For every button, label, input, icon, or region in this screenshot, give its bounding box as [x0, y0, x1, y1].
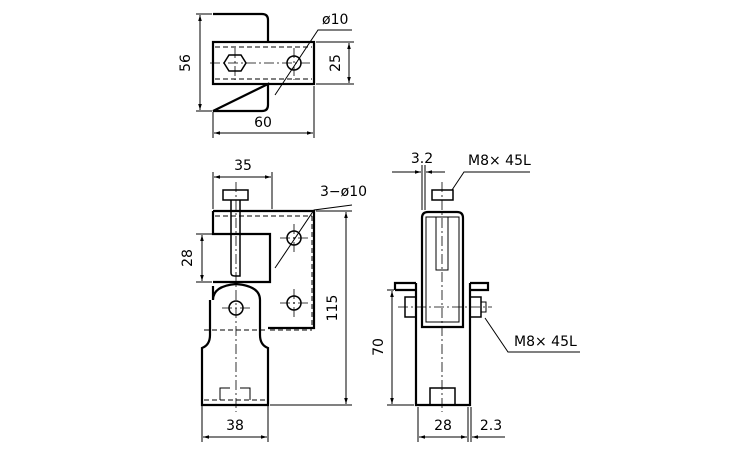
- dim-3-2: 3.2: [411, 151, 433, 167]
- dim-38: 38: [226, 418, 244, 434]
- dim-28: 28: [180, 249, 196, 267]
- front-view: 35 28 115 38 3−ø10: [180, 158, 367, 442]
- dim-35: 35: [234, 158, 252, 174]
- dim-25: 25: [328, 54, 344, 72]
- dim-115: 115: [325, 295, 341, 322]
- dim-70: 70: [371, 338, 387, 356]
- dim-28-side: 28: [434, 418, 452, 434]
- hole-label: ø10: [322, 12, 348, 28]
- bolt-top-label: M8× 45L: [468, 153, 531, 169]
- bolt-side-label: M8× 45L: [514, 334, 577, 350]
- dim-60: 60: [254, 115, 272, 131]
- top-view: 56 25 60 ø10: [178, 12, 354, 138]
- dim-2-3: 2.3: [480, 418, 502, 434]
- side-view: 3.2 M8× 45L M8× 45L 70 28 2.3: [371, 151, 580, 442]
- holes-label: 3−ø10: [320, 184, 367, 200]
- dim-56: 56: [178, 54, 194, 72]
